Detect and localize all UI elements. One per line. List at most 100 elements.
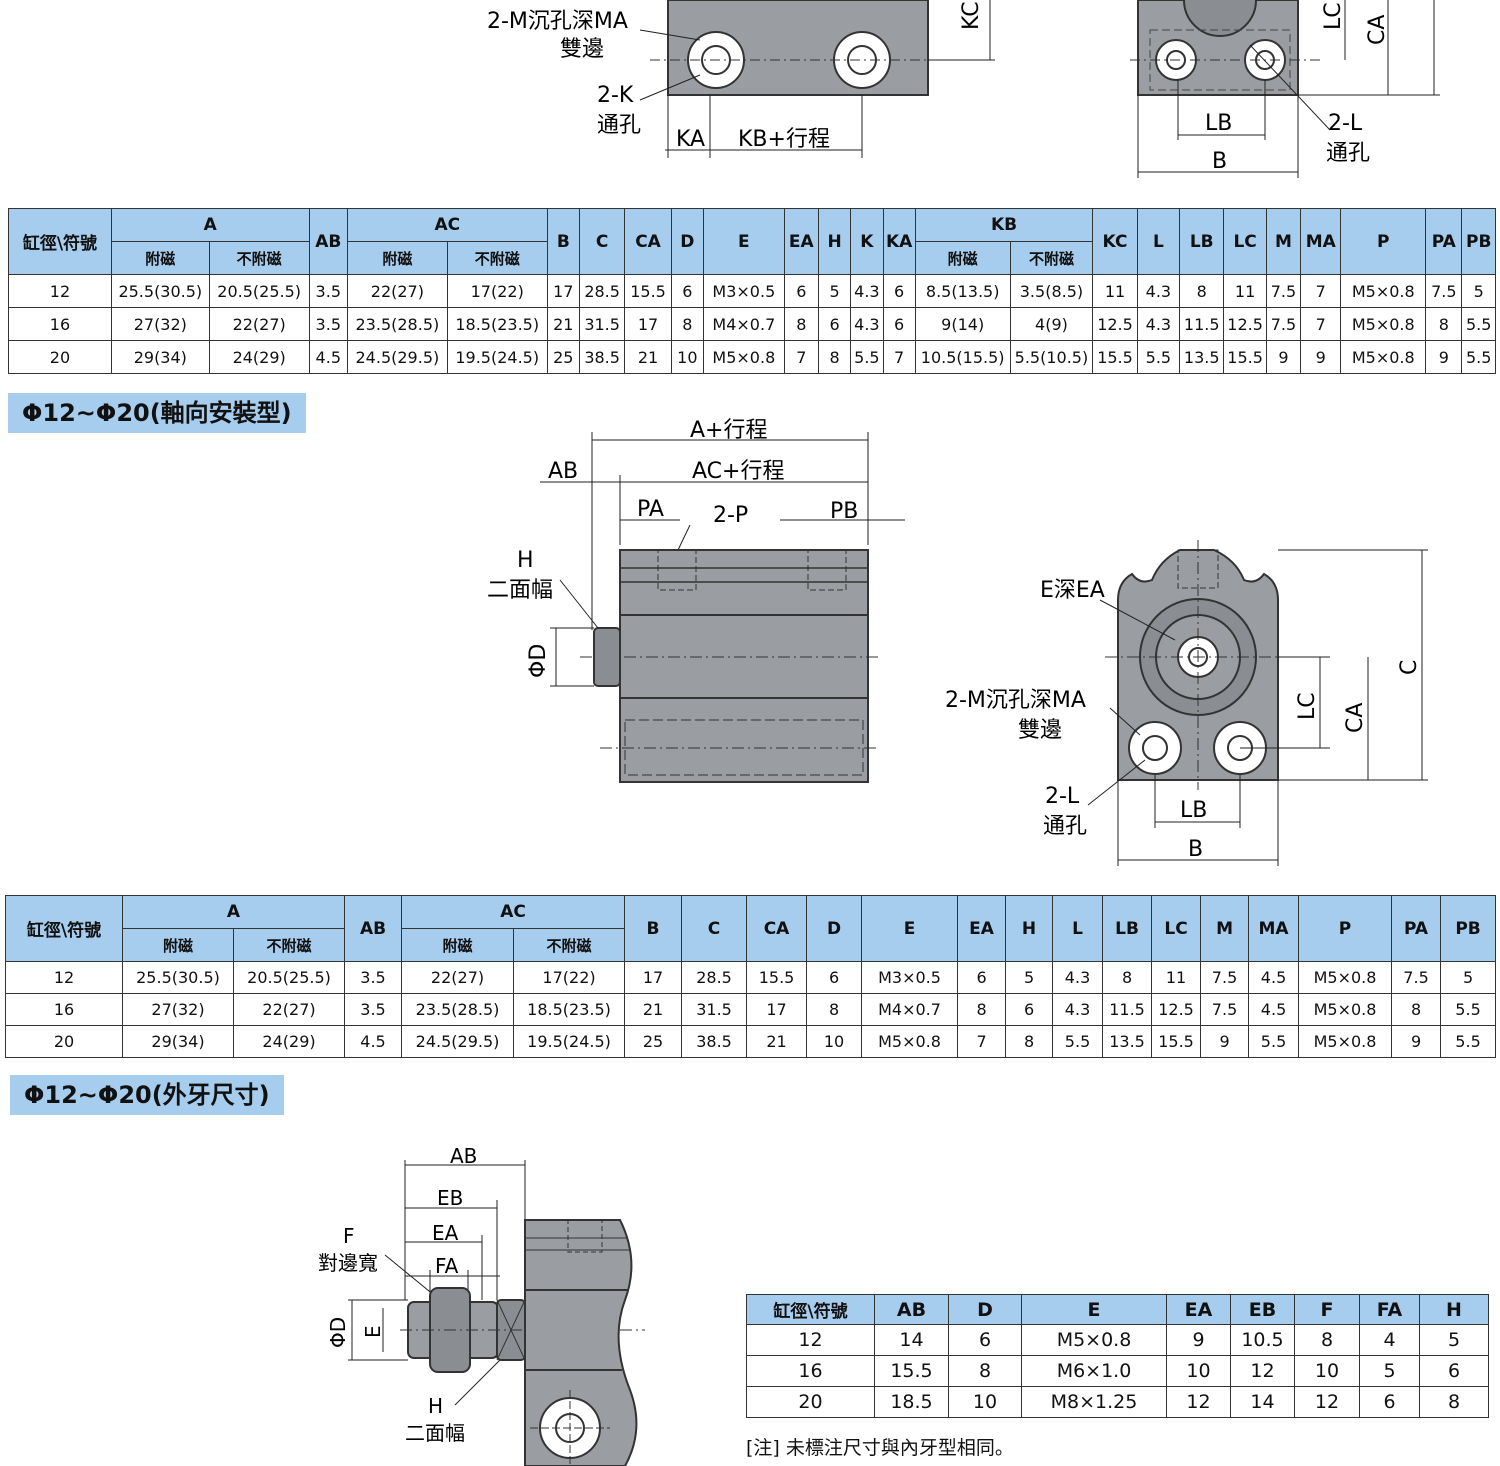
th-h: H <box>1419 1294 1489 1325</box>
th-kb-nomag: 不附磁 <box>1009 241 1094 275</box>
label-flat-width: 對邊寬 <box>318 1251 378 1275</box>
label-pa: PA <box>637 497 664 522</box>
th-a-mag: 附磁 <box>110 241 210 275</box>
th-ac-nomag: 不附磁 <box>513 928 626 962</box>
section-title-external-thread: Φ12~Φ20(外牙尺寸) <box>10 1075 284 1115</box>
label-both-sides: 雙邊 <box>560 37 604 62</box>
th-pa: PA <box>1425 208 1463 275</box>
spec-table-1: 缸徑\符號 A AB AC B C CA D E EA H K KA KB KC… <box>8 208 1496 374</box>
label-p: 2-P <box>713 503 748 528</box>
th-pb: PB <box>1461 208 1496 275</box>
th-b: B <box>624 895 683 962</box>
label-ca: CA <box>1343 703 1368 733</box>
th-m: M <box>1265 208 1302 275</box>
th-d: D <box>806 895 863 962</box>
label-m-counterbore: 2-M沉孔深MA <box>487 9 628 34</box>
label-two-flats: 二面幅 <box>405 1421 465 1445</box>
th-h: H <box>817 208 852 275</box>
th-a-nomag: 不附磁 <box>232 928 346 962</box>
label-h: H <box>517 548 534 573</box>
label-both-sides: 雙邊 <box>1018 718 1062 743</box>
label-two-flats: 二面幅 <box>487 578 553 603</box>
th-ab: AB <box>308 208 348 275</box>
th-pa: PA <box>1391 895 1442 962</box>
label-lc: LC <box>1295 692 1320 720</box>
th-ca: CA <box>746 895 808 962</box>
label-m-counterbore: 2-M沉孔深MA <box>945 688 1086 713</box>
th-lb: LB <box>1179 208 1225 275</box>
label-f: F <box>343 1224 355 1248</box>
label-e: E <box>361 1325 385 1338</box>
th-a: A <box>121 895 346 929</box>
th-e: E <box>861 895 959 962</box>
label-eb: EB <box>437 1186 463 1210</box>
th-p: P <box>1340 208 1427 275</box>
top-drawing: 2-M沉孔深MA 雙邊 2-K 通孔 KA KB+行程 KC LC CA LB … <box>487 0 1440 178</box>
label-d: ΦD <box>526 644 551 678</box>
th-ma: MA <box>1300 208 1342 275</box>
label-ea: EA <box>432 1221 459 1245</box>
th-pb: PB <box>1440 895 1497 962</box>
label-fa: FA <box>435 1254 459 1278</box>
th-c: C <box>681 895 748 962</box>
spec-table-2: 缸徑\符號 A AB AC B C CA D E EA H L LB LC M … <box>5 895 1497 1058</box>
th-kc: KC <box>1092 208 1138 275</box>
label-through-hole: 通孔 <box>1043 814 1087 839</box>
label-ab: AB <box>450 1144 477 1168</box>
th-h: H <box>1005 895 1054 962</box>
th-bore: 缸徑\符號 <box>5 895 123 962</box>
label-a-stroke: A+行程 <box>690 418 767 443</box>
th-l: L <box>1136 208 1181 275</box>
th-e: E <box>702 208 785 275</box>
th-ca: CA <box>624 208 672 275</box>
th-p: P <box>1298 895 1393 962</box>
th-l: L <box>1052 895 1104 962</box>
label-k-hole: 2-K <box>597 83 634 108</box>
th-kb: KB <box>914 208 1094 242</box>
label-lb: LB <box>1180 798 1207 823</box>
label-b: B <box>1212 149 1227 174</box>
label-b: B <box>1188 837 1203 862</box>
label-l-hole: 2-L <box>1328 111 1363 136</box>
th-eb: EB <box>1230 1294 1295 1325</box>
th-fa: FA <box>1359 1294 1420 1325</box>
th-lc: LC <box>1151 895 1202 962</box>
th-a-nomag: 不附磁 <box>208 241 310 275</box>
label-l-hole: 2-L <box>1045 784 1080 809</box>
th-ac-mag: 附磁 <box>401 928 515 962</box>
th-d: D <box>948 1294 1022 1325</box>
th-ea: EA <box>957 895 1007 962</box>
th-lc: LC <box>1223 208 1267 275</box>
rod-end <box>593 627 621 687</box>
label-kc: KC <box>959 1 984 30</box>
mid-drawing: A+行程 AB AC+行程 PA 2-P PB H 二面幅 ΦD LC CA C <box>487 418 1428 866</box>
th-bore: 缸徑\符號 <box>746 1294 875 1325</box>
label-c: C <box>1397 660 1422 675</box>
th-ab: AB <box>874 1294 949 1325</box>
label-d: ΦD <box>326 1317 350 1348</box>
label-ca: CA <box>1365 15 1390 45</box>
th-ac: AC <box>401 895 626 929</box>
label-pb: PB <box>830 499 858 524</box>
label-e-depth: E深EA <box>1040 578 1105 603</box>
th-ka: KA <box>882 208 916 275</box>
footnote: [注] 未標注尺寸與內牙型相同。 <box>746 1437 1014 1459</box>
th-b: B <box>546 208 580 275</box>
label-through-hole-2: 通孔 <box>1326 141 1370 166</box>
cylinder-side-body <box>619 549 869 783</box>
th-ac: AC <box>346 208 548 242</box>
label-lb: LB <box>1205 111 1232 136</box>
th-ea: EA <box>1166 1294 1231 1325</box>
th-ma: MA <box>1248 895 1300 962</box>
label-lc: LC <box>1321 2 1346 30</box>
th-ea: EA <box>783 208 819 275</box>
th-ac-mag: 附磁 <box>346 241 448 275</box>
